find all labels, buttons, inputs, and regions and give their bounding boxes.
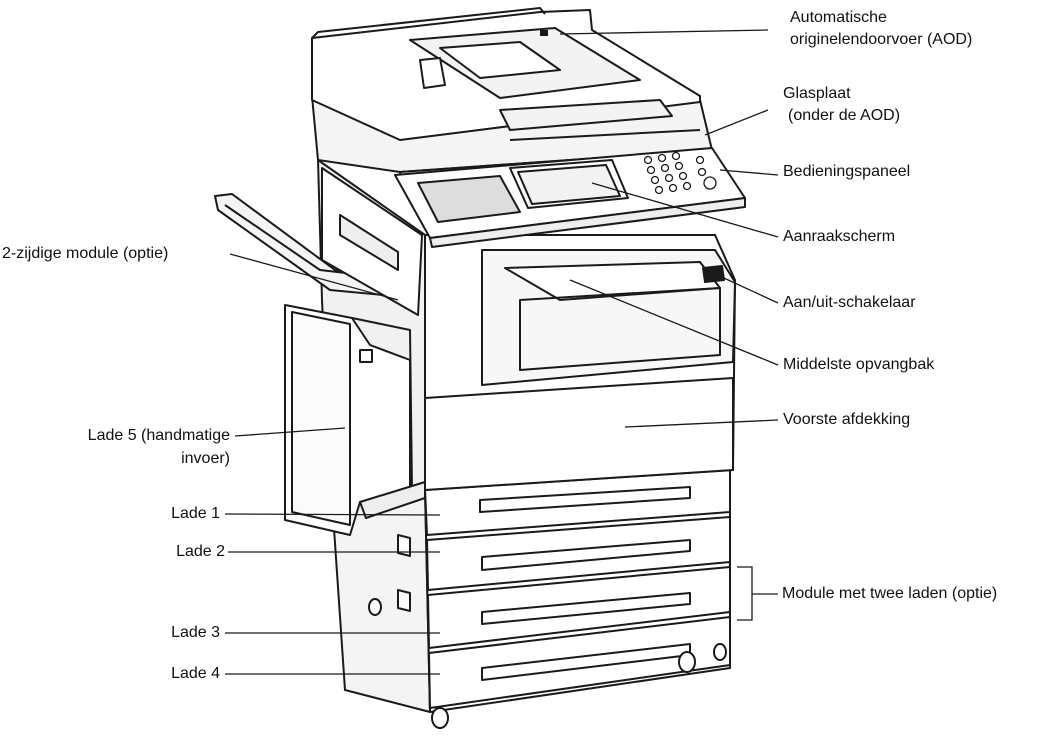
leader-duplex [229, 253, 399, 301]
leader-adf [559, 29, 769, 35]
automatic-document-feeder [311, 7, 701, 141]
label-glass-line1: Glasplaat [783, 85, 851, 102]
tray-3 [427, 566, 731, 649]
document-glass [509, 129, 701, 141]
label-front-cover: Voorste afdekking [783, 411, 911, 428]
leader-front-cover [624, 419, 779, 428]
label-adf-line1: Automatische [790, 9, 887, 26]
label-tray3: Lade 3 [171, 624, 220, 641]
label-adf-line2: originelendoorvoer (AOD) [790, 31, 973, 48]
label-control-panel: Bedieningspaneel [783, 163, 911, 180]
tray-2 [426, 516, 731, 591]
leader-glass [704, 109, 769, 136]
label-tray2: Lade 2 [176, 543, 225, 560]
label-touch-screen: Aanraakscherm [783, 228, 896, 245]
label-center-tray: Middelste opvangbak [783, 356, 935, 373]
power-switch [702, 265, 725, 283]
label-tray5-line2: invoer) [181, 450, 230, 467]
label-tray1: Lade 1 [171, 505, 220, 522]
cabinet-side-details [397, 534, 411, 612]
leader-control-panel [719, 169, 779, 176]
leader-power-switch [712, 272, 779, 304]
leader-touch-screen [591, 182, 779, 238]
casters [368, 598, 727, 729]
center-output-tray [481, 249, 736, 386]
leader-center-tray [569, 279, 779, 366]
label-tray5-line1: Lade 5 (handmatige [87, 427, 230, 444]
touch-screen [509, 159, 629, 209]
label-tandem-module: Module met twee laden (optie) [782, 585, 998, 602]
label-duplex-module: 2-zijdige module (optie) [2, 245, 169, 262]
label-power-switch: Aan/uit-schakelaar [783, 294, 916, 311]
tray-5-bypass [284, 304, 426, 536]
label-glass-line2: (onder de AOD) [788, 107, 901, 124]
leader-lines [224, 29, 779, 675]
leader-tray5 [234, 427, 346, 437]
label-tray4: Lade 4 [171, 665, 220, 682]
leader-tandem-bracket [737, 566, 778, 621]
leader-tray1 [224, 513, 441, 516]
duplex-module [214, 167, 423, 316]
